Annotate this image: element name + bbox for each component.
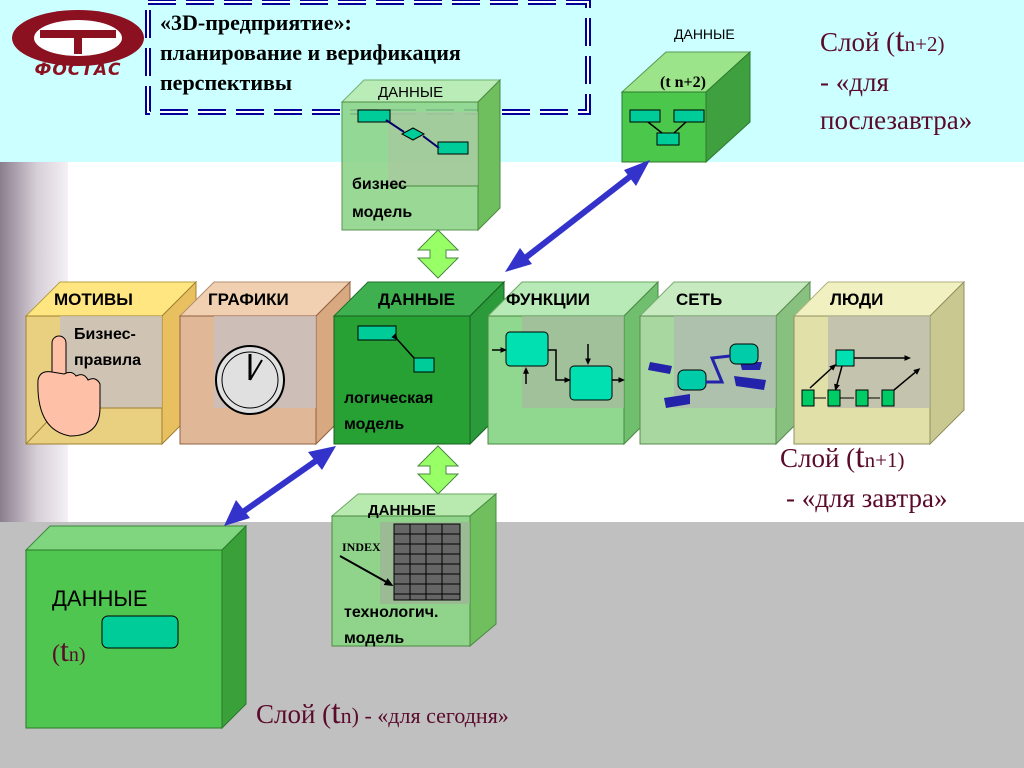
tn-box-title: ДАННЫЕ <box>52 586 148 611</box>
layer-tn2-t: t <box>895 22 905 59</box>
tech-box-line2: модель <box>344 630 405 647</box>
layer-tn1-label: Слой (tn+1) - «для завтра» <box>780 438 947 517</box>
title-line-3: перспективы <box>160 70 293 95</box>
network-title: СЕТЬ <box>676 290 723 309</box>
tn-box-paren: ( <box>52 641 60 667</box>
tn-box-time: (tn) <box>52 632 86 669</box>
clock-icon <box>215 345 285 415</box>
fostas-logo-icon <box>12 10 144 66</box>
business-box-title: ДАННЫЕ <box>378 84 444 101</box>
layer-tn1-sub: n+1) <box>864 448 905 472</box>
layer-tn-prefix: Слой ( <box>256 699 332 729</box>
business-box-line1: бизнес <box>352 176 407 193</box>
hand-icon <box>37 335 101 437</box>
logo-text: ФОСТАС <box>34 60 122 80</box>
people-title: ЛЮДИ <box>830 290 884 309</box>
schedules-title: ГРАФИКИ <box>208 290 289 309</box>
tech-box-line1: технологич. <box>344 604 439 621</box>
logical-title: ДАННЫЕ <box>378 290 455 309</box>
layer-tn2-sub: n+2) <box>904 32 945 56</box>
layer-tn1-line2: - «для завтра» <box>786 483 948 513</box>
network-box <box>638 280 812 446</box>
layer-tn-suffix: n) - «для сегодня» <box>340 703 509 728</box>
motives-title: МОТИВЫ <box>54 290 133 309</box>
technology-model-box <box>330 492 498 648</box>
data-box-tn2 <box>620 50 752 164</box>
tn2-box-title: ДАННЫЕ <box>674 26 735 42</box>
business-model-box <box>340 78 502 232</box>
company-logo: ФОСТАС <box>10 10 146 80</box>
logical-line1: логическая <box>344 390 434 407</box>
logical-model-box <box>332 280 506 446</box>
layer-tn-t: t <box>331 694 341 731</box>
green-double-arrow-upper <box>416 229 460 279</box>
tech-box-index: INDEX <box>342 540 381 554</box>
blue-double-arrow-lower <box>224 446 336 526</box>
layer-tn1-t: t <box>855 438 865 475</box>
data-box-tn <box>24 524 248 730</box>
business-box-line2: модель <box>352 204 413 221</box>
layer-tn2-prefix: Слой ( <box>820 27 896 57</box>
layer-tn-label: Слой (tn) - «для сегодня» <box>256 694 509 735</box>
motives-line2: правила <box>74 352 142 369</box>
layer-tn2-line2: - «для <box>820 67 889 97</box>
layer-tn2-line3: послезавтра» <box>820 105 973 135</box>
tech-box-title: ДАННЫЕ <box>368 502 436 519</box>
green-double-arrow-lower <box>416 445 460 495</box>
tn-box-sub: n) <box>68 644 86 666</box>
page-title: «3D-предприятие»: планирование и верифик… <box>160 8 461 98</box>
functions-title: ФУНКЦИИ <box>506 290 590 309</box>
layer-tn1-prefix: Слой ( <box>780 443 856 473</box>
top-band <box>0 0 1024 162</box>
tn2-box-time: (t n+2) <box>660 74 706 91</box>
tn-box-t: t <box>60 632 69 668</box>
motives-line1: Бизнес- <box>74 326 136 343</box>
title-line-2: планирование и верификация <box>160 40 461 65</box>
logical-line2: модель <box>344 416 405 433</box>
people-box <box>792 280 966 446</box>
layer-tn2-label: Слой (tn+2) - «для послезавтра» <box>820 22 972 139</box>
title-line-1: «3D-предприятие»: <box>160 10 352 35</box>
blue-double-arrow-upper <box>505 160 650 272</box>
